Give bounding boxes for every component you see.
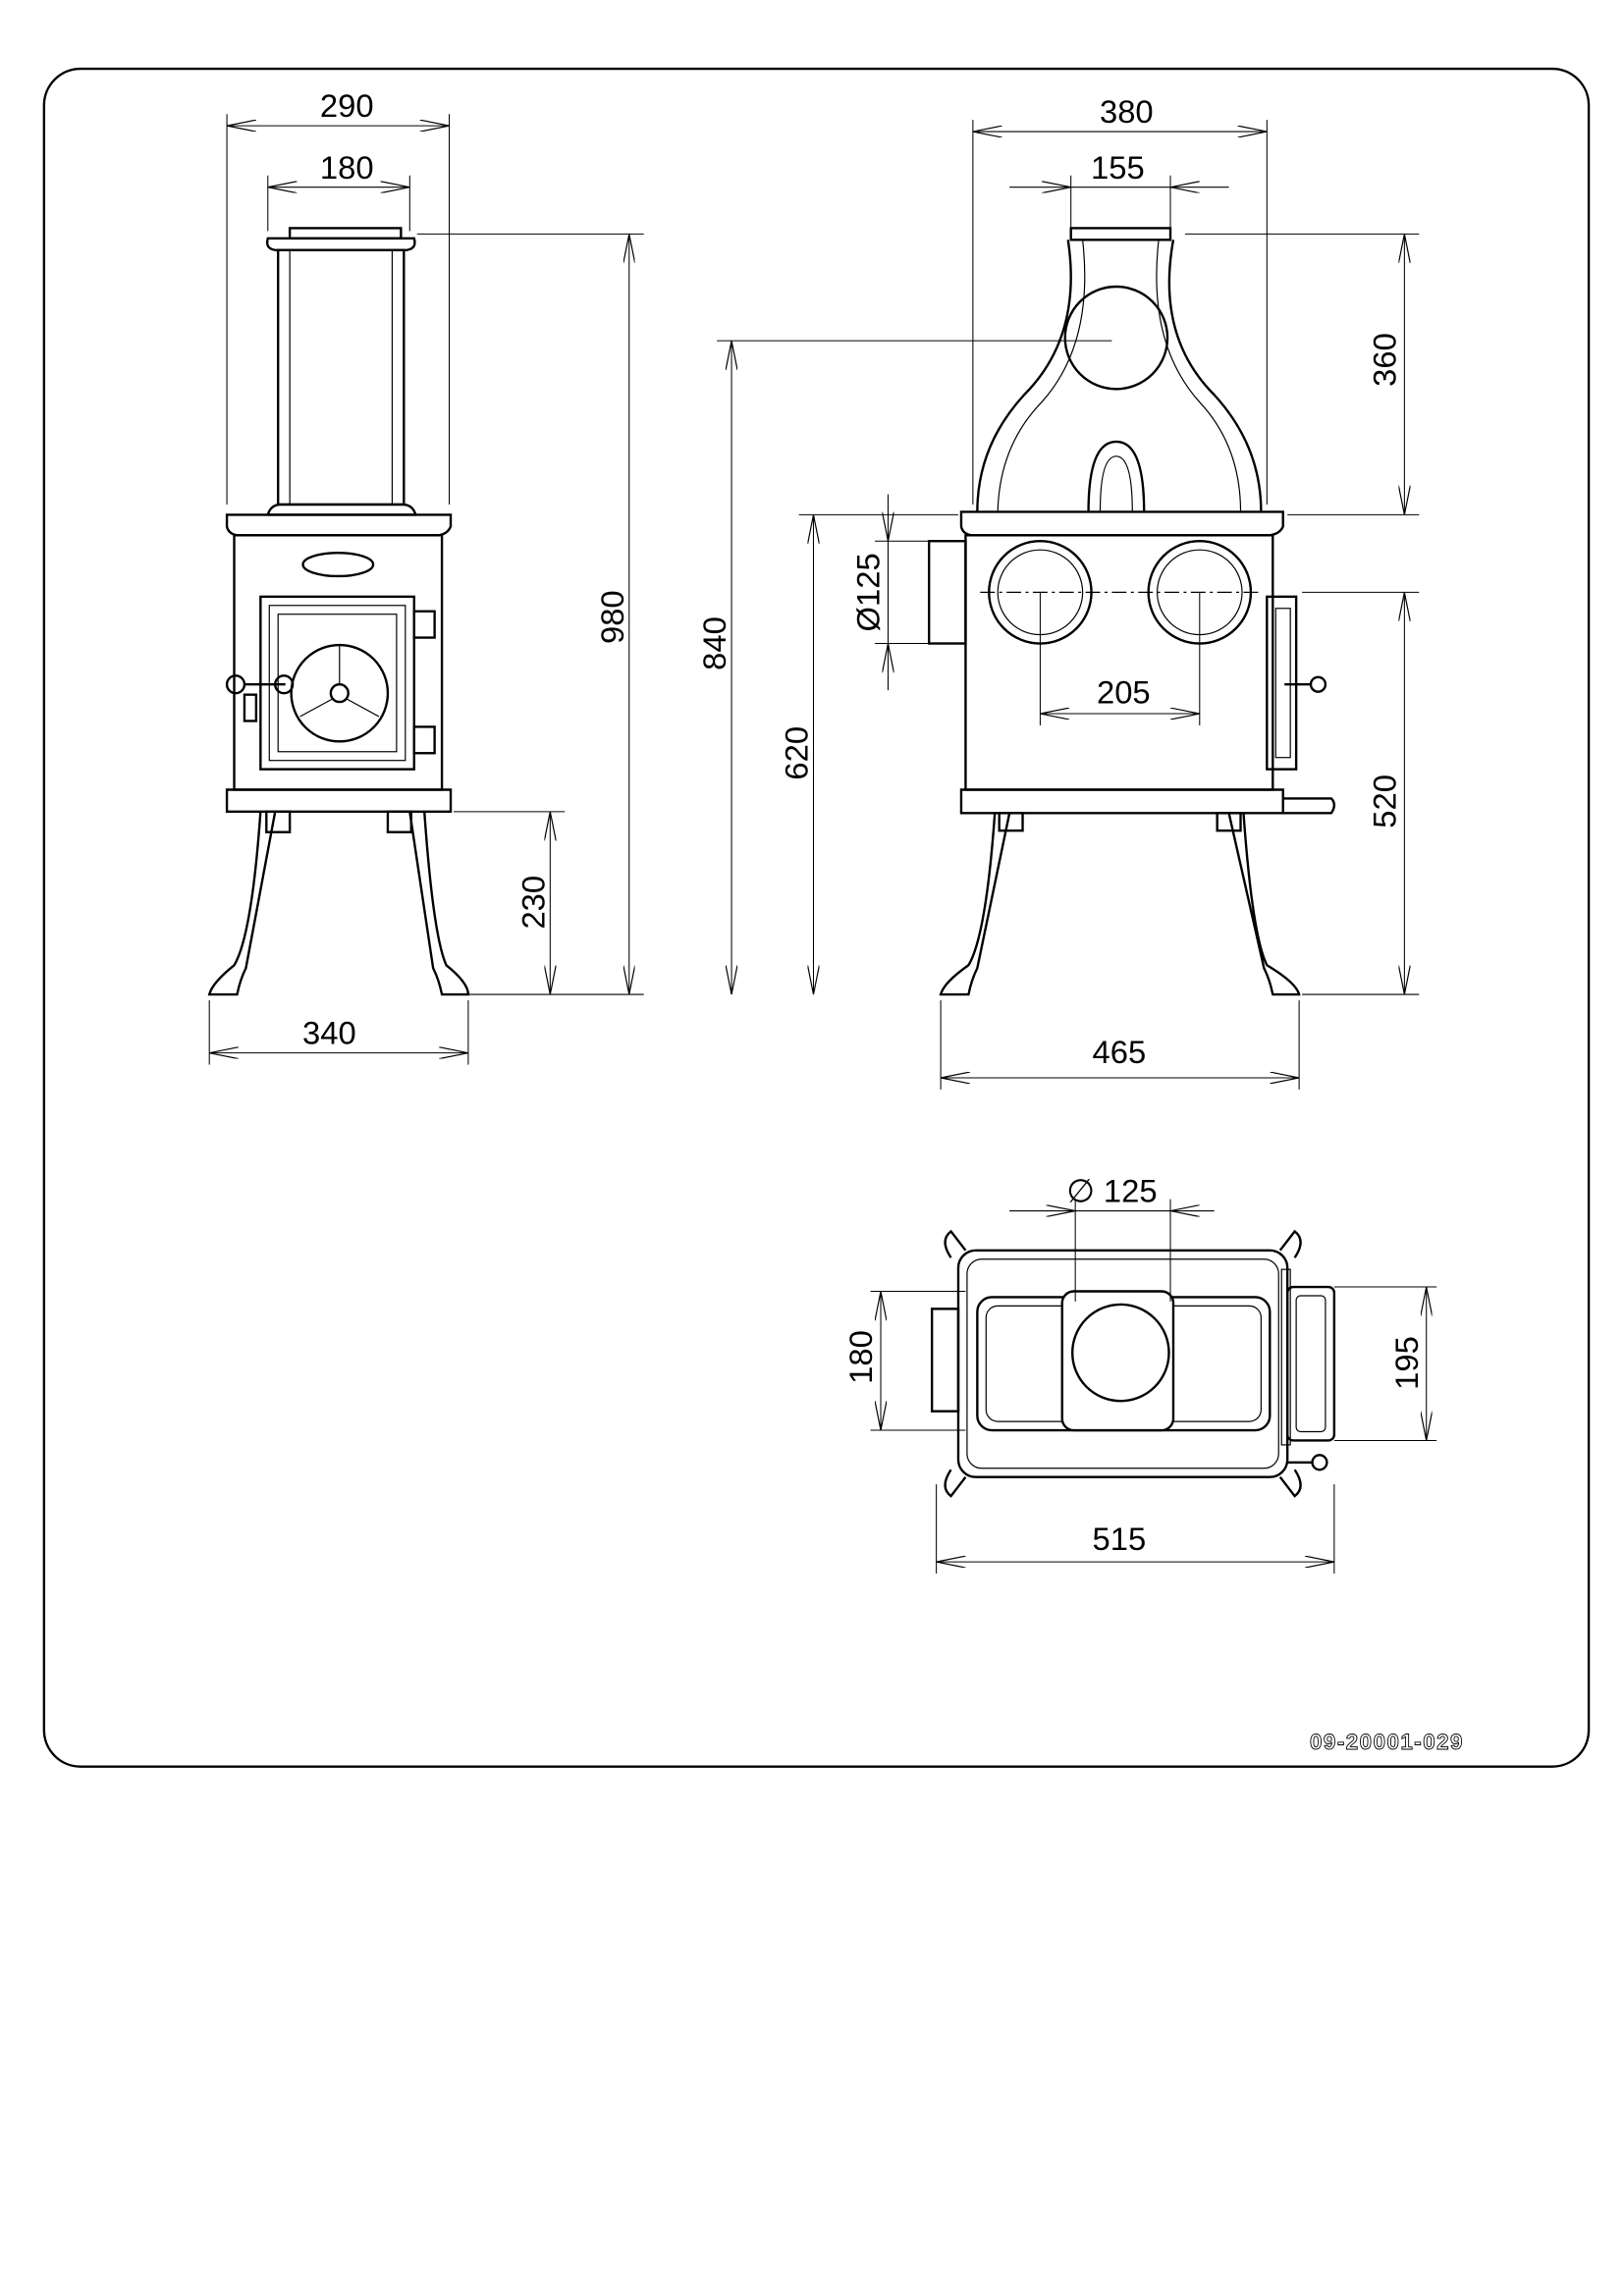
top-view xyxy=(930,1229,1336,1498)
dim-465: 465 xyxy=(1093,1034,1147,1070)
dim-380: 380 xyxy=(1100,93,1154,130)
front-view xyxy=(207,227,470,996)
dim-515: 515 xyxy=(1093,1521,1147,1557)
dim-980: 980 xyxy=(594,590,630,644)
side-view xyxy=(927,227,1336,996)
front-dimensions: 290 180 980 230 340 xyxy=(208,87,644,1065)
dim-155: 155 xyxy=(1091,149,1145,186)
dim-180-top: 180 xyxy=(842,1330,879,1384)
dim-d125-side: Ø125 xyxy=(850,553,887,631)
drawing-frame xyxy=(42,67,1591,1768)
door-handle-icon xyxy=(225,674,246,695)
dim-205: 205 xyxy=(1097,674,1151,711)
front-door xyxy=(259,595,415,771)
drawing-code: 09-20001-029 xyxy=(1310,1730,1464,1754)
logo-badge xyxy=(301,551,375,578)
dim-180: 180 xyxy=(320,149,374,186)
dim-340: 340 xyxy=(302,1015,356,1051)
dim-230: 230 xyxy=(514,876,551,930)
dim-290: 290 xyxy=(320,87,374,124)
top-dimensions: ∅ 125 180 195 515 xyxy=(842,1173,1437,1575)
dim-620: 620 xyxy=(779,726,815,780)
side-dimensions: 380 155 360 840 620 Ø125 205 520 465 xyxy=(696,93,1420,1090)
dim-520: 520 xyxy=(1366,774,1402,828)
dim-360: 360 xyxy=(1366,333,1402,387)
dim-840: 840 xyxy=(696,616,732,670)
dim-d125-top: ∅ 125 xyxy=(1066,1173,1157,1209)
dim-195: 195 xyxy=(1388,1336,1425,1390)
